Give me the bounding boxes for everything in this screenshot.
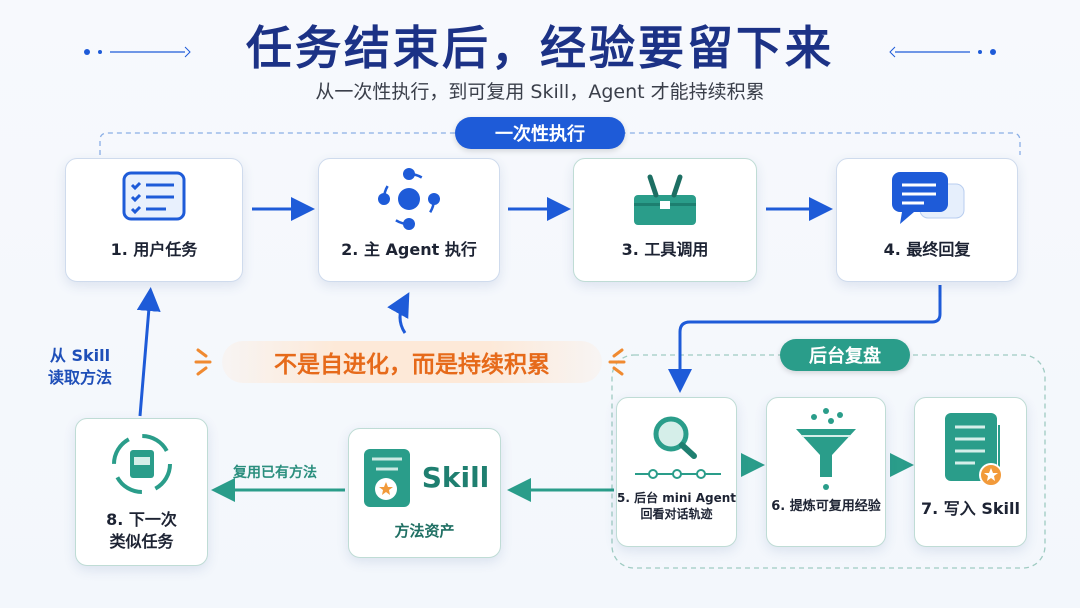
skill-caption: 方法资产: [394, 521, 455, 540]
spark-left-icon: [194, 348, 212, 376]
step-2-label: 2. 主 Agent 执行: [341, 240, 477, 259]
reuse-method-label: 复用已有方法: [233, 465, 317, 481]
step-4-label: 4. 最终回复: [883, 240, 971, 259]
step-6-card: 6. 提炼可复用经验: [766, 397, 886, 547]
read-label-line1: 从 Skill: [49, 346, 111, 365]
banner-message: 不是自进化，而是持续积累: [222, 341, 602, 383]
step-8-label-line1: 8. 下一次: [106, 510, 177, 529]
step-3-card: 3. 工具调用: [573, 158, 757, 282]
step-2-card: 2. 主 Agent 执行: [318, 158, 500, 282]
step-6-label: 6. 提炼可复用经验: [771, 499, 881, 514]
agent-cycle-icon: [369, 159, 449, 239]
step-5-label-line1: 5. 后台 mini Agent: [617, 491, 737, 505]
recycle-doc-icon: [102, 419, 182, 509]
step-5-card: 5. 后台 mini Agent 回看对话轨迹: [616, 397, 737, 547]
step-8-card: 8. 下一次类似任务: [75, 418, 208, 566]
step-4-card: 4. 最终回复: [836, 158, 1018, 282]
review-dashed-frame: [611, 354, 1046, 569]
step-3-label: 3. 工具调用: [621, 240, 709, 259]
step-5-label-line2: 回看对话轨迹: [640, 507, 713, 522]
read-from-skill-label: 从 Skill 读取方法: [30, 345, 130, 388]
step-7-card: 7. 写入 Skill: [914, 397, 1027, 547]
title-decoration-left: [84, 46, 191, 58]
document-star-icon: [931, 398, 1011, 498]
step-5-label: 5. 后台 mini Agent 回看对话轨迹: [617, 490, 736, 522]
magnifier-trace-icon: [627, 398, 727, 490]
title-decoration-right: [889, 46, 996, 58]
step-1-label: 1. 用户任务: [110, 240, 198, 259]
read-label-line2: 读取方法: [47, 367, 112, 387]
funnel-icon: [786, 398, 866, 498]
page-title: 任务结束后，经验要留下来: [246, 21, 834, 75]
skill-asset-card: Skill 方法资产: [348, 428, 501, 558]
step-1-card: 1. 用户任务: [65, 158, 243, 282]
page-subtitle: 从一次性执行，到可复用 Skill，Agent 才能持续积累: [315, 81, 765, 103]
skill-title: Skill: [421, 461, 490, 495]
skill-book-icon: [360, 445, 414, 511]
step-8-label: 8. 下一次类似任务: [106, 509, 177, 552]
section-review-pill: 后台复盘: [780, 339, 910, 371]
chat-bubble-icon: [882, 159, 972, 239]
spark-right-icon: [608, 348, 626, 376]
section-one-time-pill: 一次性执行: [455, 117, 625, 149]
step-7-label: 7. 写入 Skill: [921, 499, 1020, 518]
toolbox-icon: [620, 159, 710, 239]
step-8-label-line2: 类似任务: [109, 531, 174, 551]
task-list-icon: [114, 159, 194, 239]
